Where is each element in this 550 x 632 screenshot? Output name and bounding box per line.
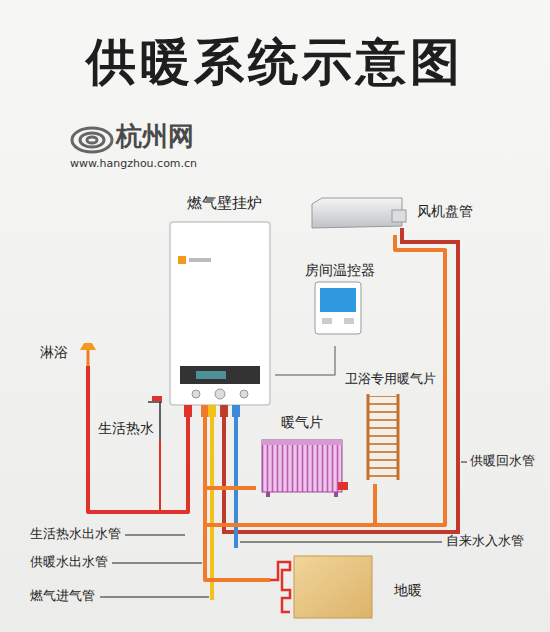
tap-node: 生活热水 xyxy=(98,392,164,440)
node-label: 卫浴专用暖气片 xyxy=(345,372,436,387)
towel-radiator-node: 卫浴专用暖气片 xyxy=(345,372,441,484)
pipe-label: 燃气进气管 xyxy=(30,589,95,604)
node-label: 燃气壁挂炉 xyxy=(187,195,262,212)
radiator-illustration xyxy=(262,440,348,497)
fan-coil-node: 风机盘管 xyxy=(305,195,500,235)
floor-heating-node: 地暖 xyxy=(270,552,430,622)
water-pipe xyxy=(160,407,188,512)
node-label: 房间温控器 xyxy=(305,262,375,278)
node-label: 暖气片 xyxy=(281,414,323,430)
logo-icon xyxy=(72,128,112,152)
thermostat-node: 房间温控器 xyxy=(300,262,390,346)
node-label: 风机盘管 xyxy=(417,203,473,219)
water-pipe xyxy=(205,407,375,525)
node-label: 生活热水 xyxy=(98,420,154,436)
pipe-label: 自来水入水管 xyxy=(446,534,524,549)
fan-coil-illustration xyxy=(312,198,406,228)
leader-lines xyxy=(100,462,467,597)
radiator-node: 暖气片 xyxy=(256,414,346,498)
water-pipe xyxy=(88,366,188,512)
pipes xyxy=(212,228,458,600)
water-pipe xyxy=(205,407,256,488)
water-pipe xyxy=(205,235,445,525)
pipe-label: 供暖回水管 xyxy=(470,454,535,469)
pipe-label: 供暖水出水管 xyxy=(30,555,108,570)
pipe-label: 生活热水出水管 xyxy=(30,527,121,542)
water-pipe xyxy=(205,407,270,580)
shower-node: 淋浴 xyxy=(40,338,100,366)
node-label: 地暖 xyxy=(394,582,422,598)
watermark-url: www.hangzhou.com.cn xyxy=(70,158,197,171)
title: 供暖系统示意图 xyxy=(0,34,550,92)
thermostat-illustration xyxy=(315,282,361,334)
signal-wire xyxy=(275,346,335,375)
floor-heating-illustration xyxy=(270,556,372,618)
boiler-node: 燃气壁挂炉 xyxy=(165,195,275,407)
node-label: 淋浴 xyxy=(40,344,68,360)
towel-radiator-illustration xyxy=(368,394,398,480)
watermark-logo: 杭州网 xyxy=(116,122,194,152)
shower-illustration xyxy=(80,343,96,366)
boiler-illustration xyxy=(170,222,270,417)
